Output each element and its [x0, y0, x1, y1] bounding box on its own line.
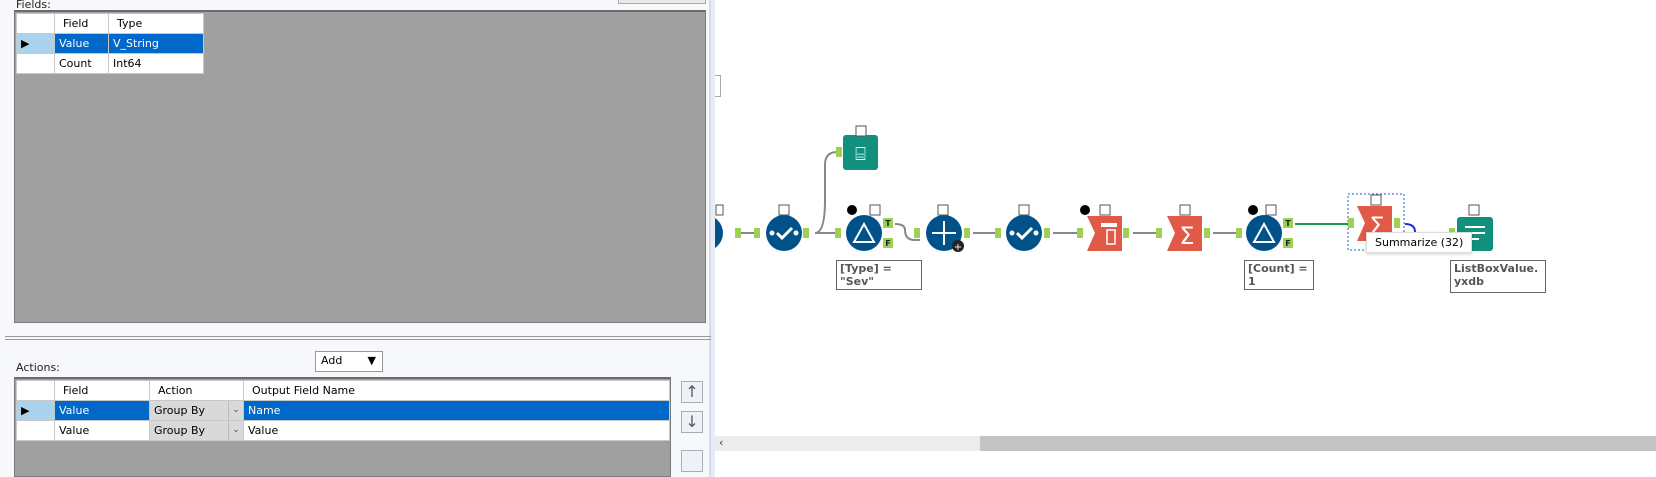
col-action[interactable]: Action [149, 380, 244, 401]
action-select[interactable]: Group By⌄ [149, 400, 244, 421]
tooltip: Summarize (32) [1366, 232, 1473, 253]
add-dropdown[interactable]: Add▼ [315, 351, 383, 372]
tool-filter-1 [846, 215, 882, 251]
connection-selected [1404, 223, 1416, 240]
anchor-false: F [1285, 239, 1290, 248]
move-up-button[interactable]: ↑ [681, 381, 703, 403]
arrow-down-icon: ↓ [685, 412, 699, 431]
filter1-annotation: [Type] = "Sev" [836, 260, 922, 290]
horizontal-scrollbar[interactable]: ‹ [715, 436, 1656, 451]
tool-browse: ⌸ [843, 135, 878, 170]
lightning-icons [715, 125, 1480, 216]
svg-text:Σ: Σ [1179, 222, 1194, 250]
output-annotation: ListBoxValue.yxdb [1450, 260, 1546, 293]
splitter[interactable] [5, 336, 711, 340]
canvas-edge-box [715, 75, 721, 97]
col-field[interactable]: Field [54, 13, 109, 34]
arrow-up-icon: ↑ [685, 382, 699, 401]
scroll-left-icon[interactable]: ‹ [719, 436, 724, 449]
fields-label: Fields: [16, 0, 51, 11]
anchor-true: T [1285, 219, 1291, 228]
action-select[interactable]: Group By⌄ [149, 420, 244, 441]
svg-text:+: + [954, 242, 962, 253]
chevron-down-icon: ▼ [367, 354, 376, 367]
tool-select-1 [766, 215, 802, 251]
tool-select-2 [1006, 215, 1042, 251]
anchors [735, 147, 1455, 248]
move-down-button[interactable]: ↓ [681, 411, 703, 433]
tool-crosstab [1087, 216, 1122, 251]
connection-browse [814, 151, 838, 234]
tool-summarize-1: Σ [1167, 216, 1202, 251]
scrollbar-thumb[interactable] [980, 436, 1656, 451]
anchor-true: T [885, 219, 891, 228]
col-type[interactable]: Type [108, 13, 204, 34]
extra-button[interactable] [681, 450, 703, 472]
top-button[interactable] [618, 0, 706, 4]
actions-label: Actions: [16, 361, 60, 374]
chevron-down-icon: ⌄ [228, 421, 243, 440]
workflow-connections: ⌸ + Σ Σ TF TF [715, 125, 1493, 253]
output-field-input[interactable]: Name [243, 400, 670, 421]
col-field[interactable]: Field [54, 380, 150, 401]
output-field-input[interactable]: Value [243, 420, 670, 441]
anchor-false: F [885, 239, 890, 248]
svg-text:⌸: ⌸ [855, 144, 866, 165]
chevron-down-icon: ⌄ [228, 401, 243, 420]
col-output[interactable]: Output Field Name [243, 380, 670, 401]
filter2-annotation: [Count] = 1 [1244, 260, 1314, 290]
tool-filter-2 [1246, 215, 1282, 251]
quick-badges [847, 205, 1258, 215]
tool-partial [715, 218, 723, 248]
tool-append-fields: + [926, 215, 964, 253]
